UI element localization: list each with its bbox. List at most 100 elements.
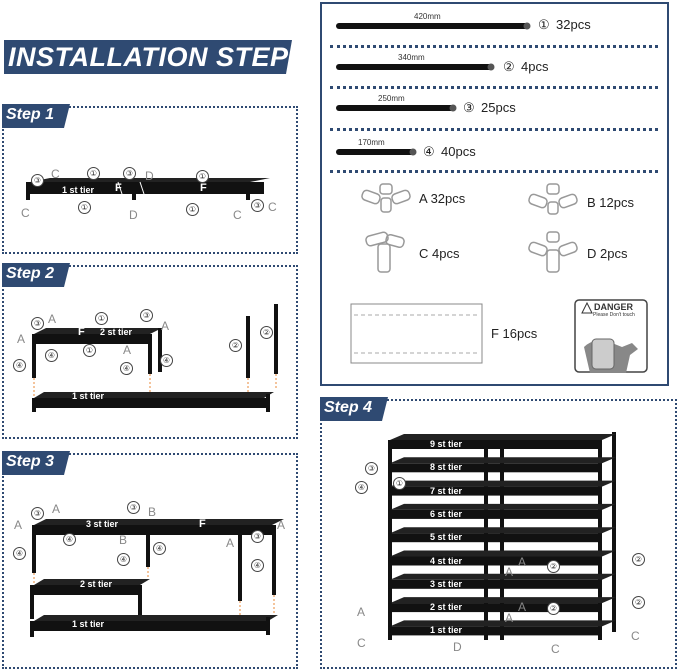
tier-label: 2 st tier [100,327,133,337]
tube-length-label: 420mm [414,12,441,21]
divider [330,86,658,89]
shelf-board [388,440,602,449]
fabric-mark: F [78,326,85,338]
mark-a: A [518,555,527,569]
tube-num: ③ [463,100,475,115]
tier-label: 1 st tier [430,625,463,636]
step3-box [2,453,298,669]
shelf-top [390,457,616,464]
step2-diagram [32,304,278,412]
mark-c: C [551,642,560,656]
tier-label: 2 st tier [80,579,113,589]
mark-1: ① [393,477,406,490]
danger-warning-icon [574,299,648,373]
tube-length-label: 340mm [398,53,425,62]
shelf-board [388,603,602,613]
mark-a: A [226,536,235,550]
tube-count: 40pcs [441,144,476,159]
mark-d: D [129,208,138,222]
shelf-top [390,597,616,604]
mark-a: A [52,502,61,516]
shelf-top [390,527,616,534]
mark-a: A [14,518,23,532]
shelf-board [388,509,602,519]
step1-tab [2,104,70,128]
mark-1: ① [95,312,108,325]
mark-b: B [119,533,128,547]
connector-c-icon [365,231,405,273]
shelf-board [388,463,602,473]
mark-a: A [518,600,527,614]
shelf-top [390,503,616,510]
step3-label: Step 3 [6,453,55,470]
mark-1: ① [196,170,209,183]
tier-label: 3 st tier [86,519,119,529]
divider [330,170,658,173]
mark-4: ④ [63,533,76,546]
tier-label: 9 st tier [430,439,463,449]
tier-label: 1 st tier [62,185,95,195]
mark-1: ① [78,201,91,214]
tier-label: 1 st tier [72,391,105,401]
fabric-sheet-icon [350,303,483,364]
mark-2: ② [260,326,273,339]
mark-c: C [631,629,640,643]
fabric-mark: F [200,182,207,194]
shelf-top [390,620,616,627]
tier-label: 8 st tier [430,462,463,473]
mark-4: ④ [13,359,26,372]
divider [330,45,658,48]
connector-label: D 2pcs [587,246,628,261]
tier-label: 6 st tier [430,508,463,519]
danger-subtitle: Please Don't touch [593,312,635,318]
shelf-board [388,626,602,636]
mark-a: A [161,319,170,333]
step4-label: Step 4 [324,399,373,416]
mark-4: ④ [355,481,368,494]
mark-d: D [453,640,462,654]
step4-diagram [388,432,616,640]
mark-3: ③ [127,501,140,514]
tier-label: 2 st tier [430,602,463,613]
mark-c: C [268,200,277,214]
mark-3: ③ [251,530,264,543]
mark-c: C [357,636,366,650]
danger-title: DANGER [594,302,634,312]
shelf-top [390,550,616,557]
shelf-post [612,432,616,632]
shelf-top [390,434,616,440]
mark-3: ③ [365,462,378,475]
mark-4: ④ [117,553,130,566]
mark-3: ③ [251,199,264,212]
tube-170-icon [336,148,417,156]
tube-length-label: 170mm [358,138,385,147]
shelf-top [390,573,616,580]
step4-box [320,399,677,669]
mark-a: A [123,343,132,357]
mark-c: C [21,206,30,220]
connector-label: A 32pcs [419,191,466,206]
tier-label: 3 st tier [430,578,463,589]
shelf-board [388,486,602,496]
mark-d: D [145,169,154,183]
mark-2: ② [229,339,242,352]
mark-c: C [233,208,242,222]
step1-box [2,106,298,254]
mark-4: ④ [160,354,173,367]
mark-3: ③ [31,317,44,330]
step3-diagram [30,519,284,637]
tube-num: ② [503,59,515,74]
fabric-mark: F [199,518,206,530]
mark-4: ④ [153,542,166,555]
fabric-mark: F [115,182,122,194]
tube-num: ④ [423,144,435,159]
tier-label: 7 st tier [430,485,463,496]
tier-label: 1 st tier [72,619,105,629]
mark-4: ④ [251,559,264,572]
step4-tab [320,397,388,421]
mark-3: ③ [123,167,136,180]
mark-3: ③ [31,507,44,520]
divider [330,128,658,131]
tube-count: 4pcs [521,59,549,74]
tube-250-icon [336,104,457,112]
